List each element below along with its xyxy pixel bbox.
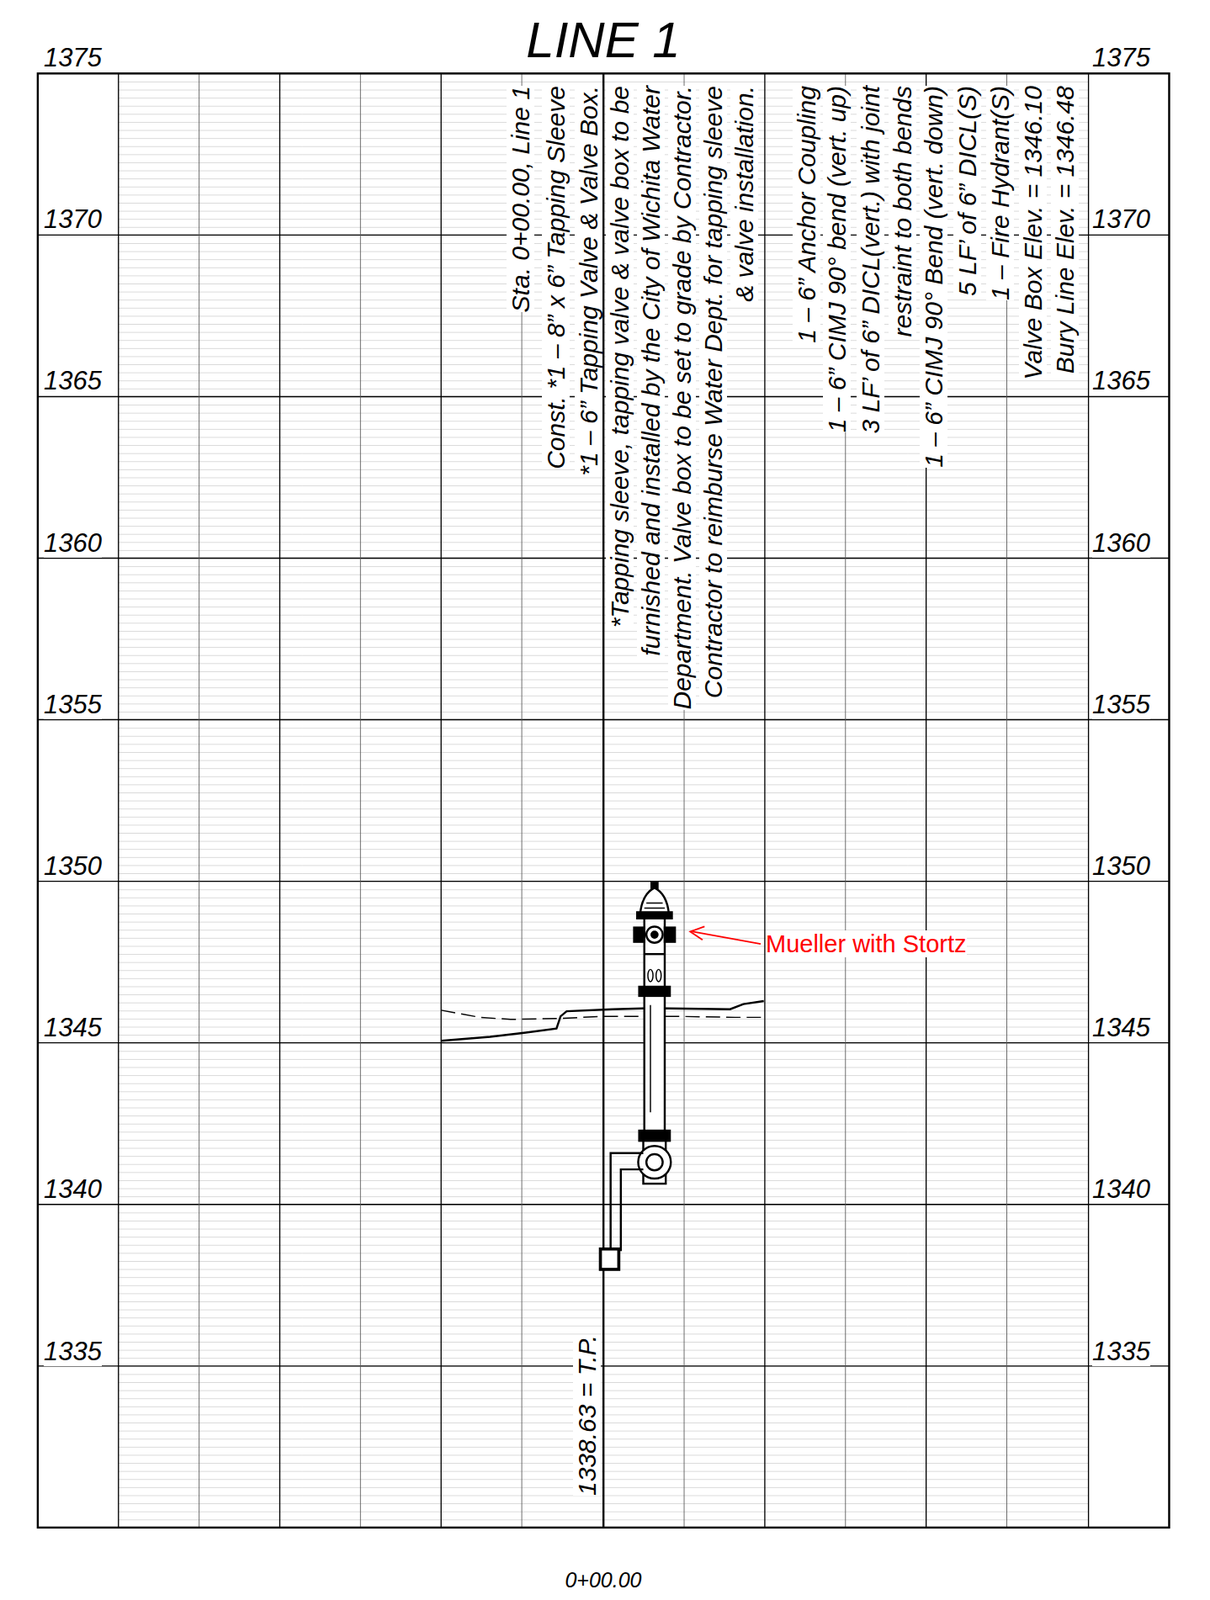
construction-item-text: Valve Box Elev. = 1346.10 <box>1018 85 1047 380</box>
elevation-label-text: 1340 <box>43 1174 102 1205</box>
elevation-label: 1335 <box>1092 1338 1151 1365</box>
construction-item: 1 – Fire Hydrant(S) <box>984 85 1016 759</box>
elevation-label: 1355 <box>1092 691 1151 718</box>
construction-item-text: 3 LF’ of 6” DICL(vert.) with joint <box>856 85 885 434</box>
elevation-label: 1345 <box>43 1014 102 1041</box>
callout-label-text: Mueller with Stortz <box>765 930 967 958</box>
elevation-callout: 1338.63 = T.P. <box>571 1243 603 1497</box>
elevation-label-text: 1350 <box>43 851 102 881</box>
elevation-label: 1340 <box>43 1176 102 1203</box>
elevation-label-text: 1370 <box>1092 204 1151 234</box>
elevation-label-text: 1355 <box>43 689 102 720</box>
elevation-label-text: 1350 <box>1092 851 1151 881</box>
elevation-label: 1370 <box>1092 206 1151 233</box>
elevation-label: 1375 <box>43 44 102 71</box>
minor-grid <box>118 73 1089 1529</box>
elevation-label: 1345 <box>1092 1014 1151 1041</box>
sheet-title: LINE 1 <box>0 15 1207 66</box>
construction-item-text: 1 – 6” CIMJ 90° Bend (vert. down) <box>919 85 948 468</box>
elevation-label-text: 1360 <box>1092 528 1151 558</box>
construction-item: 1 – 6” CIMJ 90° Bend (vert. down) <box>918 85 950 759</box>
elevation-label: 1365 <box>43 367 102 394</box>
station-label: 0+00.00 <box>564 1570 642 1592</box>
elevation-callout-text: 1338.63 = T.P. <box>573 1335 601 1497</box>
sheet-title-text: LINE 1 <box>525 11 680 69</box>
elevation-label: 1340 <box>1092 1176 1151 1203</box>
elevation-label-text: 1345 <box>43 1013 102 1043</box>
elevation-label-text: 1360 <box>43 528 102 558</box>
elevation-label-text: 1375 <box>43 42 102 73</box>
callout-label: Mueller with Stortz <box>765 932 967 957</box>
elevation-label-text: 1340 <box>1092 1174 1151 1205</box>
major-grid <box>37 73 1170 1529</box>
construction-item: 1 – 6” Anchor Coupling <box>790 85 823 759</box>
elevation-label-text: 1335 <box>1092 1337 1151 1367</box>
construction-item: Bury Line Elev. = 1346.48 <box>1049 85 1081 759</box>
construction-item: Const. *1 – 8” x 6” Tapping Sleeve <box>540 85 572 759</box>
elevation-label: 1370 <box>43 206 102 233</box>
construction-item: Sta. 0+00.00, Line 1 <box>504 85 537 759</box>
construction-item-text: 5 LF’ of 6” DICL(S) <box>953 85 982 297</box>
construction-item: *1 – 6” Tapping Valve & Valve Box. <box>573 85 605 759</box>
elevation-label: 1375 <box>1092 44 1151 71</box>
elevation-label-text: 1335 <box>43 1337 102 1367</box>
construction-item: 1 – 6” CIMJ 90° bend (vert. up) <box>821 85 853 759</box>
construction-item-text: 1 – 6” Anchor Coupling <box>792 85 821 344</box>
construction-item-text: *1 – 6” Tapping Valve & Valve Box. <box>574 85 603 477</box>
construction-item-text: restraint to both bends <box>888 85 917 338</box>
elevation-label: 1355 <box>43 691 102 718</box>
construction-item: 5 LF’ of 6” DICL(S) <box>951 85 983 759</box>
elevation-label-text: 1375 <box>1092 42 1151 73</box>
elevation-label-text: 1370 <box>43 204 102 234</box>
fire-hydrant <box>600 882 676 1270</box>
elevation-label-text: 1365 <box>43 366 102 396</box>
callout-leader <box>689 926 761 945</box>
construction-note: *Tapping sleeve, tapping valve & valve b… <box>604 85 760 717</box>
construction-item-text: Const. *1 – 8” x 6” Tapping Sleeve <box>541 85 570 470</box>
construction-item: 3 LF’ of 6” DICL(vert.) with joint <box>854 85 887 759</box>
station-label-text: 0+00.00 <box>564 1568 642 1593</box>
construction-item: restraint to both bends <box>886 85 919 759</box>
elevation-label: 1350 <box>43 853 102 880</box>
elevation-label: 1360 <box>1092 530 1151 557</box>
construction-item-text: 1 – 6” CIMJ 90° bend (vert. up) <box>822 85 851 433</box>
elevation-label-text: 1355 <box>1092 689 1151 720</box>
elevation-label: 1365 <box>1092 367 1151 394</box>
construction-item-text: Bury Line Elev. = 1346.48 <box>1050 85 1079 374</box>
ground-profile <box>440 1001 764 1041</box>
elevation-label-text: 1345 <box>1092 1013 1151 1043</box>
construction-note-text: *Tapping sleeve, tapping valve & valve b… <box>605 85 759 711</box>
elevation-label: 1350 <box>1092 853 1151 880</box>
construction-item: Valve Box Elev. = 1346.10 <box>1017 85 1049 759</box>
construction-item-text: Sta. 0+00.00, Line 1 <box>506 85 535 313</box>
elevation-label: 1335 <box>43 1338 102 1365</box>
elevation-label-text: 1365 <box>1092 366 1151 396</box>
elevation-label: 1360 <box>43 530 102 557</box>
construction-item-text: 1 – Fire Hydrant(S) <box>986 85 1014 301</box>
